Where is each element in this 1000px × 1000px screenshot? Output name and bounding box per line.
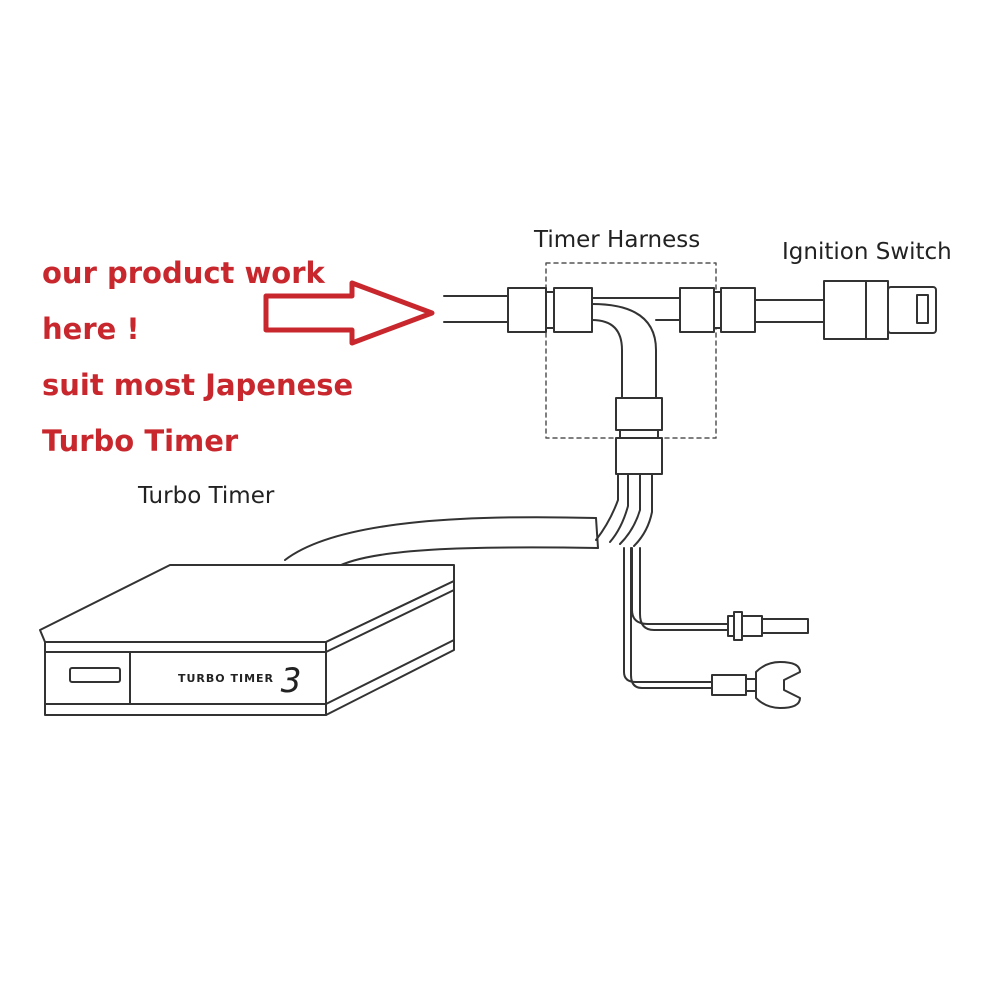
- device-brand-label: TURBO TIMER: [178, 672, 274, 685]
- ignition-switch-label: Ignition Switch: [782, 239, 952, 265]
- vertical-connector: [615, 397, 663, 475]
- promo-line-3: suit most Japenese: [42, 368, 354, 402]
- promo-line-4: Turbo Timer: [42, 424, 239, 458]
- ignition-cable: [754, 299, 825, 323]
- spade-terminal-icon: [727, 611, 809, 641]
- timer-harness-outline: [545, 262, 717, 439]
- red-arrow-icon: [263, 280, 435, 346]
- ring-terminal-icon: [711, 661, 801, 709]
- turbo-timer-label: Turbo Timer: [138, 483, 275, 509]
- harness-connector-left: [507, 287, 593, 333]
- turbo-timer-box: [39, 564, 455, 716]
- terminal-wires: [623, 547, 729, 689]
- timer-wire-bundle: [284, 473, 653, 569]
- promo-line-2: here !: [42, 312, 140, 346]
- ignition-switch-plug: [823, 280, 937, 340]
- t-branch-cable: [591, 297, 681, 399]
- main-cable: [443, 295, 509, 323]
- device-display-digit: 3: [280, 661, 301, 701]
- harness-connector-right: [679, 287, 756, 333]
- timer-harness-label: Timer Harness: [534, 227, 701, 253]
- promo-line-1: our product work: [42, 256, 325, 290]
